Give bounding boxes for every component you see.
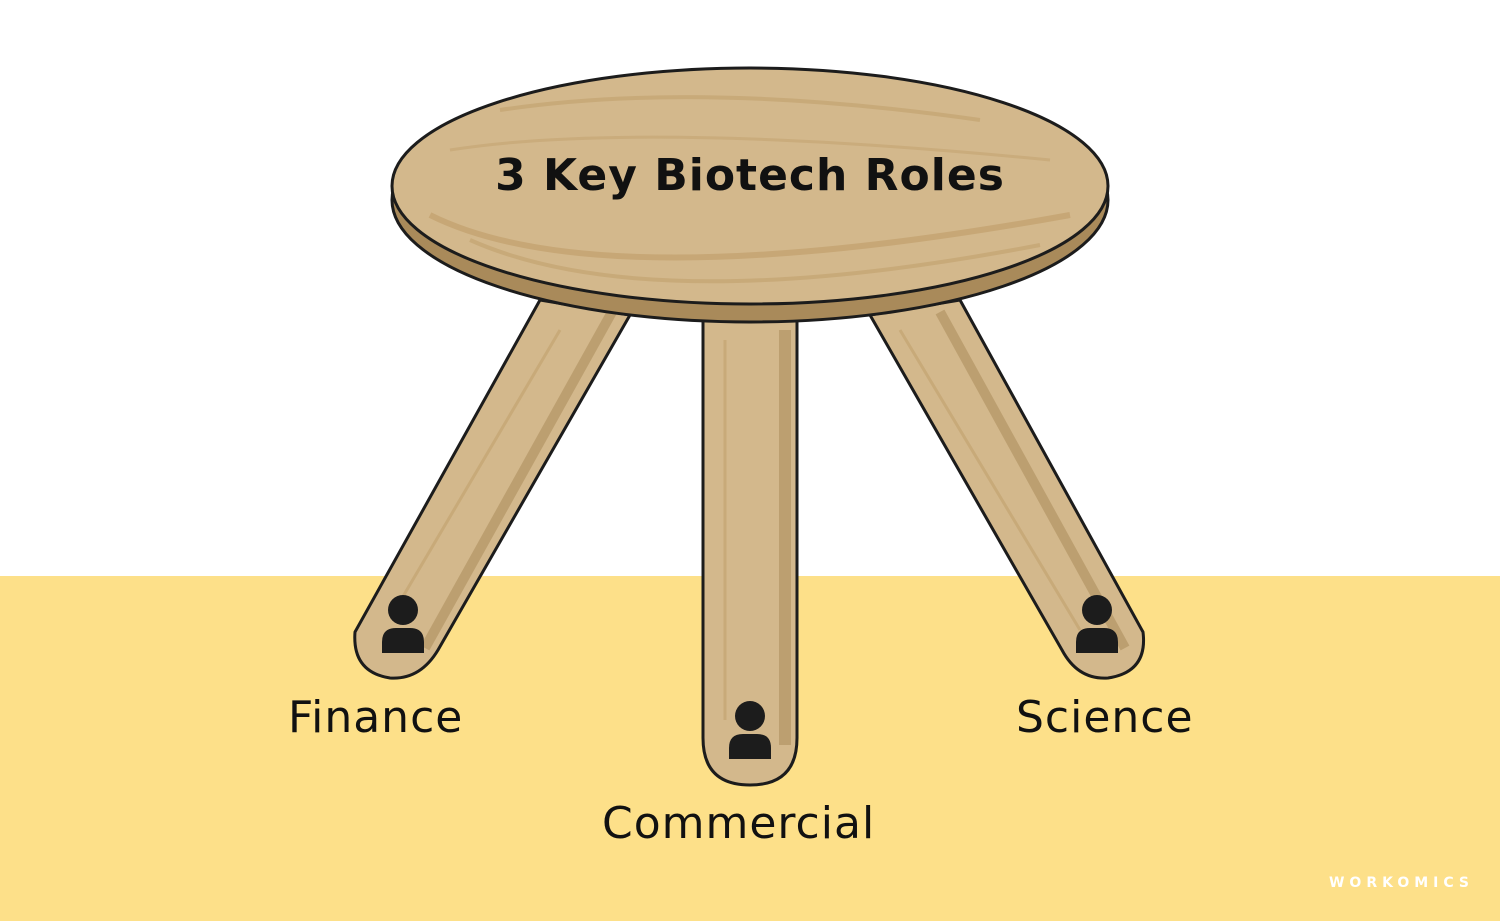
- leg-science: [868, 298, 1146, 680]
- brand-logo: WORKOMICS: [1328, 875, 1474, 891]
- leg-commercial: [701, 316, 799, 787]
- person-icon: [729, 701, 771, 759]
- stool-title: 3 Key Biotech Roles: [495, 150, 1005, 201]
- person-icon: [1076, 595, 1118, 653]
- role-label-commercial: Commercial: [602, 798, 876, 849]
- stool-seat: [390, 66, 1110, 324]
- role-label-finance: Finance: [288, 692, 464, 743]
- role-label-science: Science: [1016, 692, 1194, 743]
- leg-finance: [353, 298, 632, 680]
- person-icon: [382, 595, 424, 653]
